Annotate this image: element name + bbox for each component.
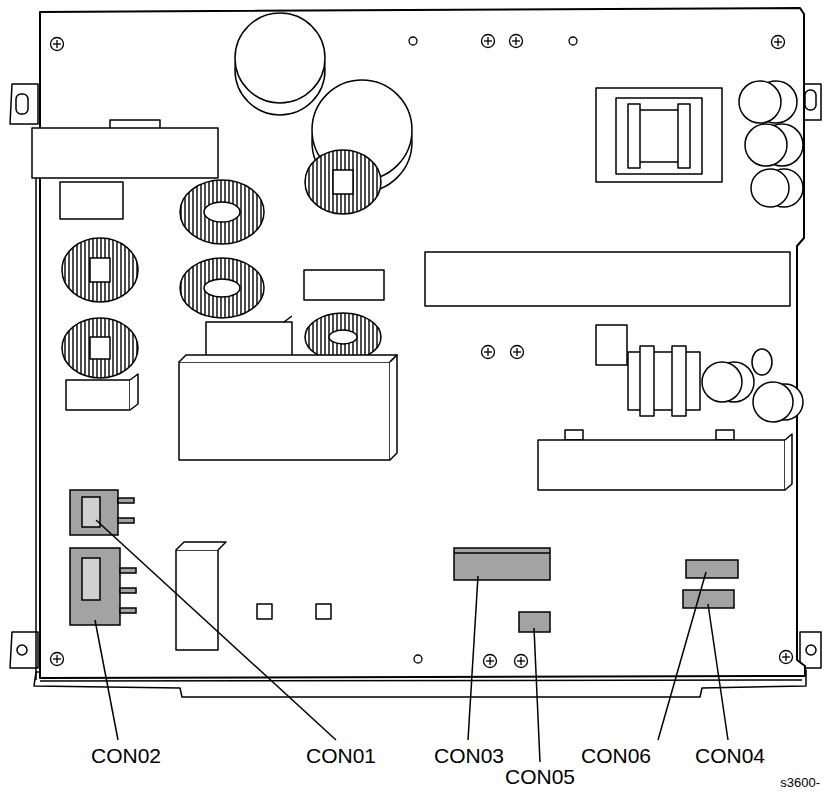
connector-label: CON03 bbox=[434, 745, 504, 766]
connector-label: CON05 bbox=[505, 766, 575, 787]
connector-label: CON04 bbox=[695, 745, 765, 766]
figure-id: s3600- bbox=[780, 776, 820, 789]
leader-line bbox=[658, 572, 706, 740]
leader-line bbox=[708, 604, 728, 740]
connector-label: CON01 bbox=[306, 745, 376, 766]
leader-line bbox=[95, 620, 118, 740]
leader-line bbox=[468, 576, 478, 740]
leader-line bbox=[96, 520, 336, 740]
connector-label: CON06 bbox=[581, 745, 651, 766]
leader-line bbox=[534, 628, 540, 762]
connector-label: CON02 bbox=[91, 745, 161, 766]
